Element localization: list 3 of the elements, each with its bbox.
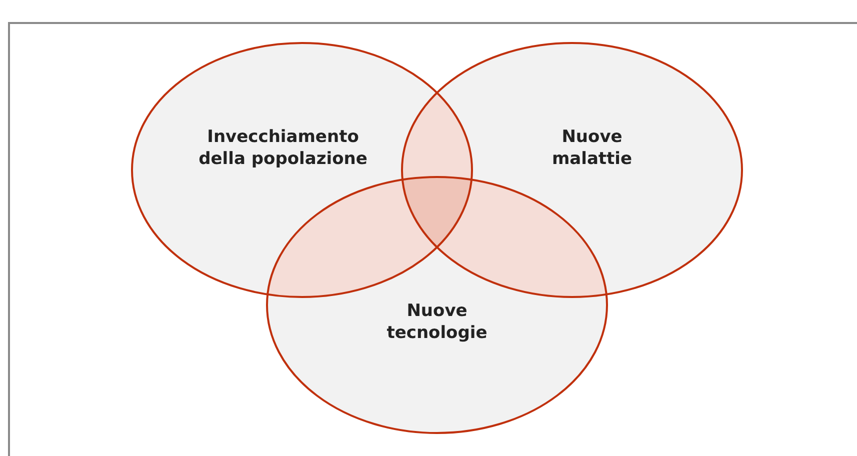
circle-label: Invecchiamento della popolazione: [198, 126, 368, 170]
circle-label: Nuove tecnologie: [386, 300, 488, 344]
circle-label: Nuove malattie: [550, 126, 634, 170]
